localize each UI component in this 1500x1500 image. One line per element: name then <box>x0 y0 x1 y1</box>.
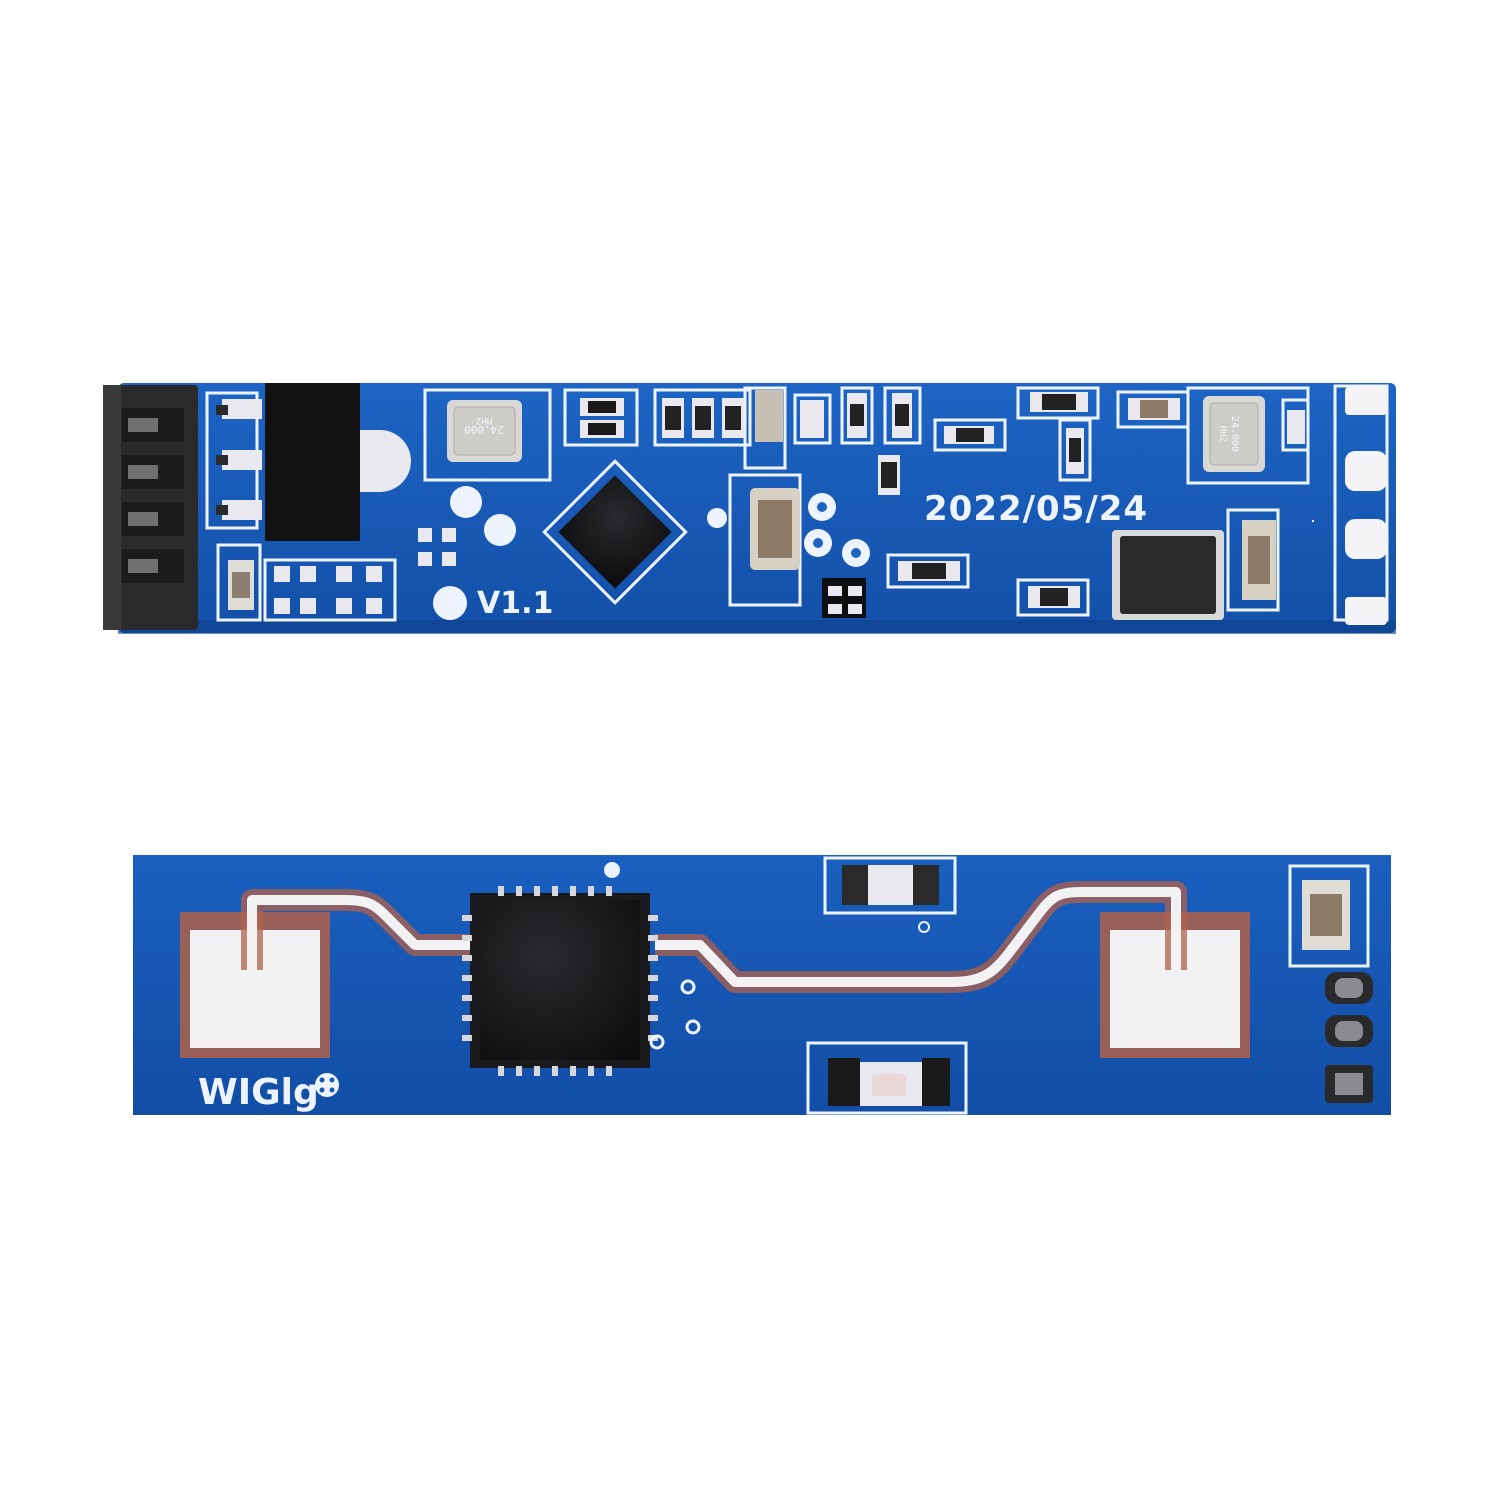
top-board: 24.000 MHZ <box>103 383 1396 634</box>
bottom-board: WIGlg <box>133 855 1391 1115</box>
antenna-left <box>180 912 330 1058</box>
capacitors <box>750 390 1314 600</box>
version-label: V1.1 <box>477 586 553 621</box>
crystal-right: 24.000 MHZ <box>1203 396 1265 472</box>
crystal-right-unit: MHZ <box>1217 426 1227 443</box>
wigig-logo: WIGlg <box>198 1072 339 1113</box>
smd-resistors <box>580 392 1305 618</box>
date-code-label: 2022/05/24 <box>924 489 1148 529</box>
crystal-left-freq: 24.000 <box>464 423 504 436</box>
voltage-regulator <box>216 383 411 541</box>
rf-feed-trace <box>247 887 1181 987</box>
crystal-left-unit: MHZ <box>475 415 492 425</box>
led-component <box>806 1041 968 1115</box>
edge-pads-bottom <box>1288 864 1373 1103</box>
inductor-block <box>1112 530 1224 620</box>
smd-component-top <box>823 856 957 933</box>
crystal-left: 24.000 MHZ <box>447 400 522 462</box>
wigig-logo-text: WIGlg <box>198 1072 319 1113</box>
pin-header <box>103 385 198 630</box>
edge-pads-top <box>1345 387 1387 625</box>
passive-pads <box>228 528 456 614</box>
main-ic-bottom <box>462 886 658 1076</box>
crystal-right-freq: 24.000 <box>1229 416 1240 452</box>
